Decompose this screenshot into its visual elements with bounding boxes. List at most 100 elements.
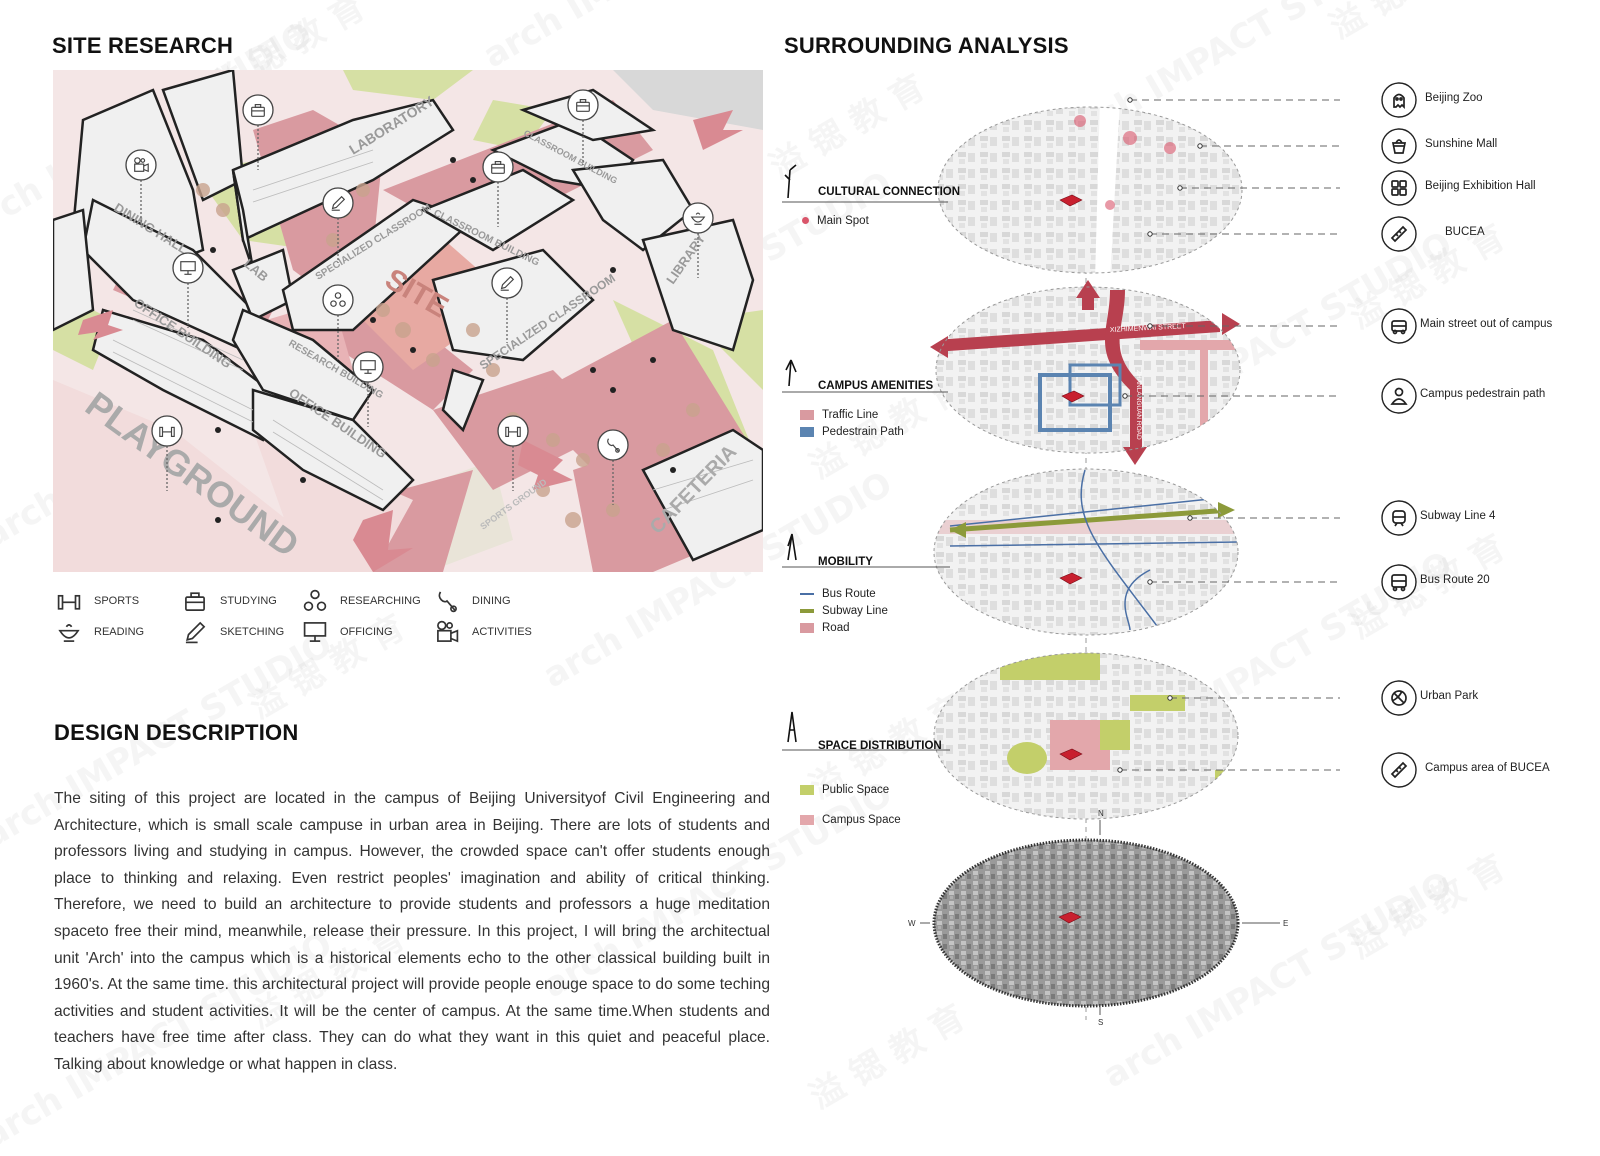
legend-label: RESEARCHING	[340, 595, 421, 607]
dumbbell-icon	[57, 594, 81, 610]
office-building-1	[91, 308, 285, 442]
layer-legend-item: Subway Line	[800, 605, 888, 617]
bowl-icon	[58, 624, 80, 642]
site-axonometric-drawing: LABORATORY DINING HALL LAB CLASSROOM BUI…	[53, 70, 763, 572]
destination-label: Sunshine Mall	[1425, 138, 1498, 150]
legend-label: READING	[94, 626, 145, 638]
shopping-bag-icon	[1391, 139, 1407, 154]
destination-label: Beijing Exhibition Hall	[1425, 180, 1536, 192]
legend-item: SPORTS	[54, 588, 139, 614]
layer-title: SPACE DISTRIBUTION	[818, 740, 942, 752]
camera-icon	[437, 620, 459, 643]
ball-icon	[1391, 690, 1407, 706]
watermark-text: 溢 锶 教 育	[1319, 0, 1492, 49]
ruler-icon	[1390, 225, 1408, 243]
pin-monitor-icon	[352, 351, 384, 383]
campus-amenities-map	[936, 287, 1240, 453]
destination-label: Urban Park	[1420, 690, 1479, 702]
ghost-icon	[1393, 93, 1405, 110]
bowl-icon	[690, 212, 706, 225]
legend-item: SKETCHING	[180, 619, 284, 645]
monitor-icon	[180, 261, 196, 275]
design-description-title: DESIGN DESCRIPTION	[54, 720, 299, 745]
destination-label: Subway Line 4	[1420, 510, 1496, 522]
legend-item: READING	[54, 619, 144, 645]
site-research-title: SITE RESEARCH	[52, 33, 234, 58]
compass-s: S	[1098, 1018, 1103, 1027]
destination-label: Beijing Zoo	[1425, 92, 1483, 104]
layer-legend-item: Main Spot	[800, 215, 869, 227]
destination-marker	[1380, 377, 1418, 420]
legend-item: RESEARCHING	[300, 588, 421, 614]
office-building-2	[251, 388, 415, 512]
dumbbell-icon	[159, 426, 175, 437]
legend-item: STUDYING	[180, 588, 277, 614]
layer-legend-item: Bus Route	[800, 588, 876, 600]
library-building	[641, 218, 755, 352]
briefcase-icon	[251, 104, 265, 117]
car-icon	[1391, 320, 1407, 335]
destination-marker	[1380, 215, 1418, 258]
layer-title: CULTURAL CONNECTION	[818, 186, 961, 198]
layer-legend-label: Campus Space	[822, 814, 901, 826]
pencil-icon	[500, 275, 515, 291]
pin-pencil-icon	[491, 267, 523, 299]
destination-marker	[1380, 81, 1418, 124]
legend-label: OFFICING	[340, 626, 393, 638]
layer-legend-label: Main Spot	[817, 215, 869, 227]
destination-marker	[1380, 307, 1418, 350]
grid-icon	[1391, 180, 1407, 196]
destination-label: Campus pedestrain path	[1420, 388, 1546, 400]
watermark-text: 溢 锶 教 育	[1343, 847, 1512, 968]
pin-briefcase-icon	[482, 151, 514, 183]
destination-marker	[1380, 127, 1418, 170]
cultural-connection-map	[938, 107, 1242, 273]
legend-item: OFFICING	[300, 619, 393, 645]
ruler-icon	[1390, 761, 1408, 779]
dumbbell-icon	[505, 426, 521, 437]
layer-legend-label: Traffic Line	[822, 409, 879, 421]
playground-area	[53, 380, 353, 572]
destination-marker	[1380, 499, 1418, 542]
destination-marker	[1380, 169, 1418, 212]
briefcase-icon	[185, 592, 205, 611]
layer-legend-label: Subway Line	[822, 605, 888, 617]
pin-dumbbell-icon	[497, 415, 529, 447]
pencil-icon	[185, 621, 206, 644]
layer-legend-item: Public Space	[800, 784, 889, 796]
pin-monitor-icon	[172, 252, 204, 284]
pin-dumbbell-icon	[151, 415, 183, 447]
dining-icon	[438, 591, 457, 613]
compass-n: N	[1098, 809, 1104, 818]
pin-briefcase-icon	[242, 94, 274, 126]
destination-label: Bus Route 20	[1420, 574, 1490, 586]
layer-legend-item: Road	[800, 622, 850, 634]
legend-item: DINING	[432, 588, 511, 614]
destination-label: BUCEA	[1445, 226, 1485, 238]
surrounding-map-stack: XIZHIMENWAI STREET ZHANLANGUAN ROAD N S …	[782, 97, 1340, 1027]
pin-molecule-icon	[322, 284, 354, 316]
site-marker	[1059, 194, 1083, 207]
bus-icon	[1391, 574, 1407, 592]
layer-legend-item: Pedestrain Path	[800, 426, 904, 438]
cafeteria-building	[641, 428, 763, 562]
legend-label: SPORTS	[94, 595, 140, 607]
dining-icon	[607, 438, 620, 453]
layer-legend-label: Bus Route	[822, 588, 876, 600]
legend-item: ACTIVITIES	[432, 619, 532, 645]
design-description-text: The siting of this project are located i…	[54, 790, 770, 1073]
layer-legend-item: Campus Space	[800, 814, 901, 826]
map-road-label: ZHANLANGUAN ROAD	[1135, 370, 1142, 440]
space-distribution-map	[934, 653, 1238, 819]
mobility-map	[934, 469, 1238, 635]
destination-label: Campus area of BUCEA	[1425, 762, 1550, 774]
legend-label: ACTIVITIES	[472, 626, 532, 638]
legend-label: DINING	[472, 595, 511, 607]
layer-title: CAMPUS AMENITIES	[818, 380, 934, 392]
destination-marker	[1380, 751, 1418, 794]
pin-camera-icon	[125, 149, 157, 181]
legend-label: SKETCHING	[220, 626, 285, 638]
monitor-icon	[303, 622, 327, 642]
pin-briefcase-icon	[567, 89, 599, 121]
subway-icon	[1392, 510, 1406, 527]
